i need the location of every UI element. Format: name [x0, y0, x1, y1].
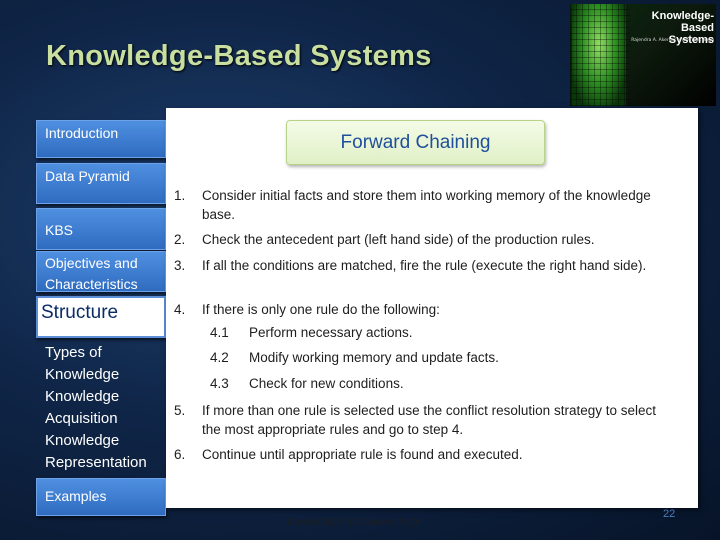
- nav-rep-line2: Representation: [45, 454, 147, 471]
- step-text: If more than one rule is selected use th…: [202, 403, 656, 437]
- step-number: 2.: [174, 232, 186, 247]
- nav-introduction[interactable]: Introduction: [36, 120, 166, 158]
- book-cover-image: Knowledge-Based Systems Rajendra A. Aker…: [570, 4, 716, 106]
- slide-title: Knowledge-Based Systems: [46, 40, 432, 72]
- content-panel: [166, 108, 698, 508]
- face-graphic: [572, 4, 626, 106]
- step-number: 3.: [174, 258, 186, 273]
- substep-number: 4.1: [210, 325, 229, 340]
- substep-number: 4.3: [210, 376, 229, 391]
- author-credit: Created By Priti Srinivas Sajja: [287, 517, 421, 528]
- step-text: Check the antecedent part (left hand sid…: [202, 232, 595, 247]
- nav-structure[interactable]: Structure: [36, 296, 166, 338]
- nav-types-of-knowledge[interactable]: Types of Knowledge: [45, 342, 119, 386]
- nav-examples[interactable]: Examples: [36, 478, 166, 516]
- nav-objectives-line2: Characteristics: [45, 276, 138, 292]
- nav-objectives-line1: Objectives and: [45, 255, 138, 271]
- nav-rep-line1: Knowledge: [45, 432, 120, 449]
- step-number: 6.: [174, 447, 186, 462]
- step-text: Continue until appropriate rule is found…: [202, 447, 523, 462]
- cover-authors: Rajendra A. Akerkar and Priti S. Sajja: [631, 38, 714, 43]
- cover-title: Knowledge-Based Systems: [628, 10, 714, 46]
- nav-data-pyramid[interactable]: Data Pyramid: [36, 163, 166, 204]
- nav-types-line2: Knowledge: [45, 366, 120, 383]
- cover-title-line1: Knowledge-Based: [651, 10, 714, 34]
- step-text: Consider initial facts and store them in…: [202, 188, 651, 222]
- step-text: If all the conditions are matched, fire …: [202, 258, 647, 273]
- nav-knowledge-acquisition[interactable]: Knowledge Acquisition: [45, 386, 119, 430]
- substep-text: Check for new conditions.: [249, 376, 404, 391]
- nav-acq-line1: Knowledge: [45, 388, 120, 405]
- substep-number: 4.2: [210, 350, 229, 365]
- cover-title-line2: Systems: [668, 34, 714, 46]
- nav-types-line1: Types of: [45, 344, 102, 361]
- grid-overlay: [570, 4, 630, 106]
- nav-knowledge-representation[interactable]: Knowledge Representation: [45, 430, 147, 474]
- substep-text: Modify working memory and update facts.: [249, 350, 499, 365]
- nav-objectives[interactable]: Objectives and Characteristics: [36, 251, 166, 292]
- page-number: 22: [663, 508, 676, 520]
- section-heading: Forward Chaining: [286, 120, 545, 165]
- step-number: 4.: [174, 302, 186, 317]
- step-text: If there is only one rule do the followi…: [202, 302, 440, 317]
- step-number: 5.: [174, 403, 186, 418]
- nav-acq-line2: Acquisition: [45, 410, 118, 427]
- nav-kbs[interactable]: KBS: [36, 208, 166, 250]
- step-number: 1.: [174, 188, 186, 203]
- substep-text: Perform necessary actions.: [249, 325, 413, 340]
